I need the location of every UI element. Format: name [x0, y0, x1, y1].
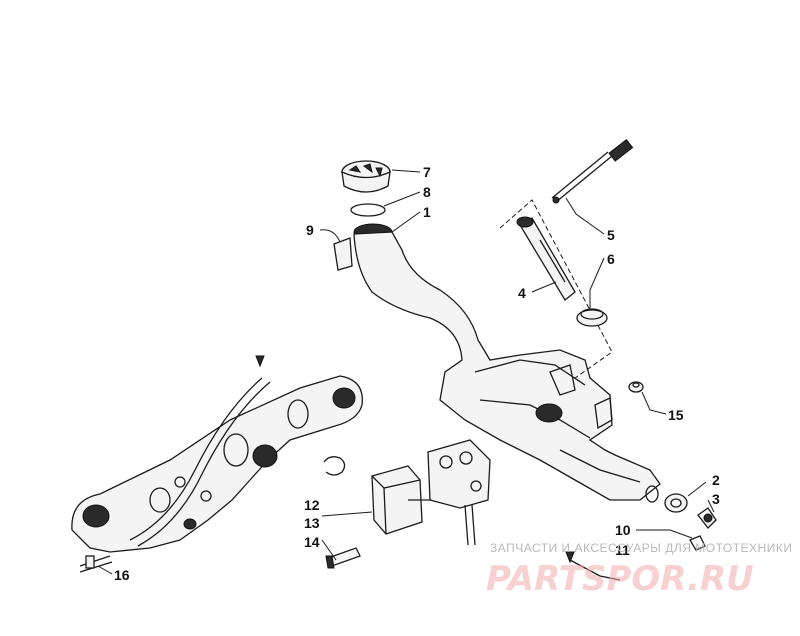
- callout-10: 10: [615, 522, 631, 538]
- callout-8: 8: [423, 184, 431, 200]
- callout-12: 12: [304, 497, 320, 513]
- grommet: [628, 381, 644, 393]
- o-ring: [350, 203, 386, 217]
- callout-1: 1: [423, 204, 431, 220]
- callout-11: 11: [615, 542, 630, 558]
- callout-7: 7: [423, 164, 431, 180]
- callout-16: 16: [114, 567, 130, 583]
- callout-13: 13: [304, 515, 320, 531]
- watermark: ЗАПЧАСТИ И АКСЕССУАРЫ ДЛЯ МОТОТЕХНИКИ PA…: [486, 541, 792, 599]
- hose-clamp: [323, 456, 346, 476]
- callout-5: 5: [607, 227, 615, 243]
- leader-lines: [97, 169, 715, 575]
- watermark-tagline: ЗАПЧАСТИ И АКСЕССУАРЫ ДЛЯ МОТОТЕХНИКИ: [490, 541, 792, 555]
- callout-6: 6: [607, 251, 615, 267]
- callout-14: 14: [304, 534, 320, 550]
- callout-3: 3: [712, 491, 720, 507]
- callout-2: 2: [712, 472, 720, 488]
- callout-4: 4: [518, 285, 526, 301]
- decal: [333, 237, 353, 271]
- fuel-pump: [325, 439, 491, 569]
- callout-15: 15: [668, 407, 684, 423]
- fuel-fittings: [565, 493, 717, 581]
- callout-9: 9: [306, 222, 314, 238]
- mounting-plate: [71, 355, 363, 573]
- fuel-cap: [341, 160, 391, 193]
- watermark-brand: PARTSPOR.RU: [486, 559, 754, 599]
- fuel-gauge-kit: [499, 138, 634, 379]
